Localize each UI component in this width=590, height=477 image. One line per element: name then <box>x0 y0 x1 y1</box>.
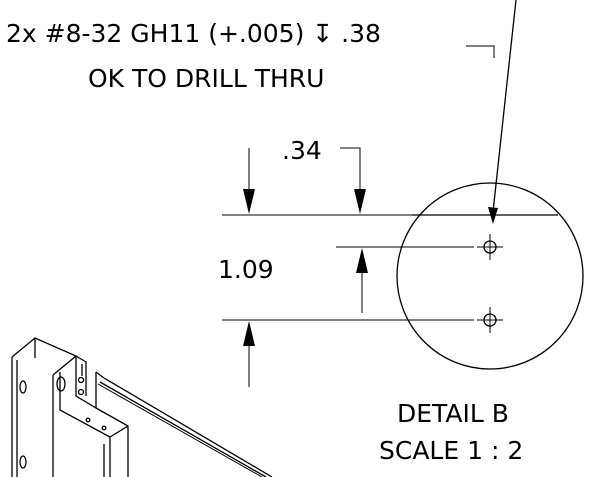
detail-circle <box>396 182 584 370</box>
lower-tapped-hole <box>477 307 503 333</box>
hole-callout-text: 2x #8-32 GH11 (+.005) ↧ .38 <box>6 19 381 48</box>
detail-scale: SCALE 1 : 2 <box>379 436 523 465</box>
upper-tapped-hole <box>477 234 503 260</box>
callout-underline <box>466 45 495 58</box>
drill-note-text: OK TO DRILL THRU <box>88 64 324 93</box>
offset-dimension-value: .34 <box>282 136 322 165</box>
offset-dimension-arrows <box>243 148 366 214</box>
callout-leader <box>488 0 517 224</box>
isometric-part-view <box>11 337 273 477</box>
spacing-dimension-arrows <box>243 248 368 387</box>
spacing-dimension-value: 1.09 <box>218 255 274 284</box>
detail-name: DETAIL B <box>397 399 509 428</box>
offset-dimension-leader <box>340 147 361 190</box>
